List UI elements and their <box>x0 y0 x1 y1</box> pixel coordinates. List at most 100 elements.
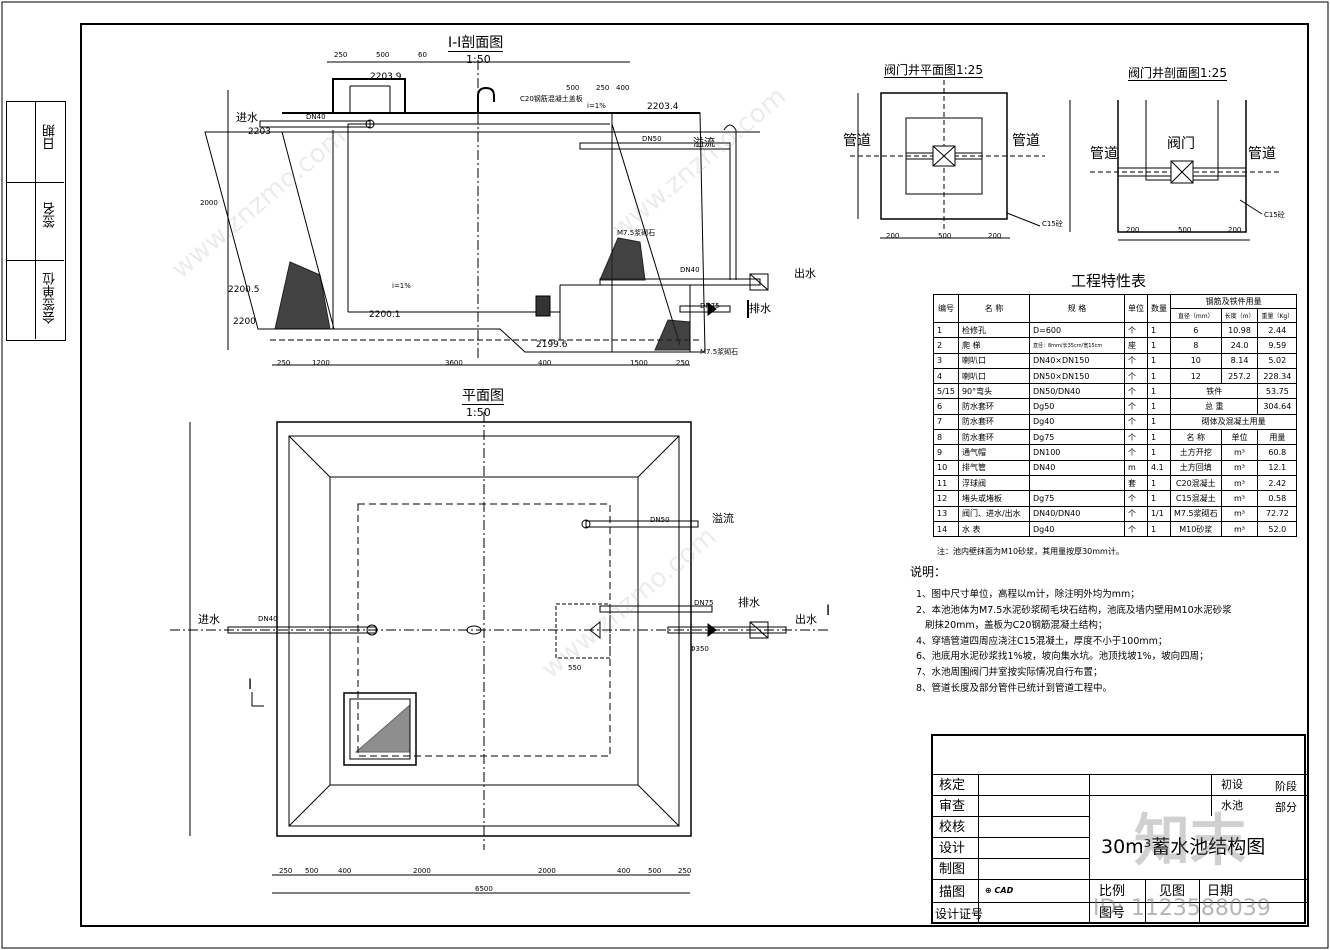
table-cell: 8 <box>1169 337 1222 354</box>
dim-label: 250 <box>676 359 690 367</box>
dim-label: Φ350 <box>690 645 709 653</box>
table-cell: 个 <box>1123 321 1148 339</box>
table-cell <box>1028 474 1125 492</box>
table-cell: 3 <box>933 352 959 369</box>
table-cell: 个 <box>1123 505 1148 522</box>
note-item: 7、水池周围阀门井室按实际情况自行布置； <box>916 666 1103 678</box>
table-cell: 个 <box>1123 413 1148 431</box>
table-cell: DN50×DN150 <box>1028 367 1125 385</box>
tb-stage-value: 初设 <box>1221 778 1243 791</box>
table-cell: Dg75 <box>1028 490 1125 507</box>
table-cell: DN40/DN40 <box>1028 505 1125 522</box>
table-cell: 1/1 <box>1146 505 1171 522</box>
table-cell: 6 <box>1169 321 1222 339</box>
valve-plan-title: 阀门井平面图1:25 <box>884 63 983 78</box>
pipe-size-label: DN40 <box>680 266 700 274</box>
table-cell: 1 <box>1146 490 1171 507</box>
table-cell: 砌体及混凝土用量 <box>1169 413 1298 431</box>
tb-vline <box>1145 879 1146 924</box>
dim-label: 250 <box>334 51 348 59</box>
table-header-row: 编号 名 称 规 格 单位 数量 钢筋及铁件用量 <box>933 294 1298 323</box>
table-cell: 1 <box>1146 321 1171 339</box>
table-cell: 1 <box>1146 520 1171 538</box>
table-subheader-row: 直径（mm） 长度（m） 重量（Kg） <box>934 308 1298 323</box>
table-cell: 铁件 <box>1169 383 1259 400</box>
tb-row <box>933 774 1308 796</box>
table-cell: 用量 <box>1257 429 1298 446</box>
plan-drain-label: 排水 <box>738 596 760 609</box>
dim-label: 500 <box>1178 226 1192 234</box>
valve-label: 阀门 <box>1167 136 1195 152</box>
dim-label: 500 <box>376 51 390 59</box>
annotation-note: M7.5浆砌石 <box>617 229 656 237</box>
section-mark: I <box>248 677 253 693</box>
pipe-label-outlet: 出水 <box>794 267 816 280</box>
table-cell: 6 <box>933 398 959 415</box>
tb-row <box>933 816 1089 838</box>
table-cell: m³ <box>1220 474 1259 492</box>
table-cell: M10砂浆 <box>1169 520 1222 538</box>
table-cell: C20混凝土 <box>1169 474 1222 492</box>
dim-label: 400 <box>538 359 552 367</box>
plan-inlet-label: 进水 <box>198 613 220 626</box>
tb-role-check: 校核 <box>939 820 966 835</box>
table-subheader: 直径（mm） <box>1169 308 1222 323</box>
cad-logo: ⊕ CAD <box>985 886 1013 895</box>
table-cell: 14 <box>933 520 959 538</box>
dim-label: 400 <box>616 84 630 92</box>
dim-label: 550 <box>568 664 582 672</box>
table-cell: 防水套环 <box>957 429 1030 446</box>
table-cell: 13 <box>933 505 959 522</box>
strip-label-date: 日期 <box>43 124 58 150</box>
table-cell: 5.02 <box>1257 352 1298 369</box>
dim-label: 250 <box>279 867 293 875</box>
tb-scale-label: 比例 <box>1099 884 1126 899</box>
dim-label: 200 <box>1126 226 1140 234</box>
elevation-label: 2203.4 <box>647 102 679 112</box>
pipe-size-label: DN40 <box>306 113 326 121</box>
valve-section-right-label: 管道 <box>1248 146 1276 162</box>
table-cell: 防水套环 <box>957 398 1030 415</box>
dim-label: 400 <box>338 867 352 875</box>
table-cell: 1 <box>1146 352 1171 369</box>
drawing-title: 30m³蓄水池结构图 <box>1101 836 1266 858</box>
section-mark: I <box>826 603 831 619</box>
table-header: 名 称 <box>957 294 1030 323</box>
tb-date-label: 日期 <box>1207 884 1234 899</box>
table-cell: 257.2 <box>1220 367 1259 385</box>
tb-vline <box>1211 774 1212 816</box>
table-cell: 12 <box>933 490 959 507</box>
table-cell: 个 <box>1123 444 1148 461</box>
slope-label: i=1% <box>587 102 606 110</box>
watermark-id: ID: 1123588039 <box>1093 896 1271 921</box>
table-cell: 个 <box>1123 352 1148 369</box>
table-footnote: 注：池内壁抹面为M10砂浆，其用量按厚30mm计。 <box>937 547 1124 556</box>
tb-role-trace: 描图 <box>939 885 966 900</box>
table-cell: 53.75 <box>1257 383 1298 400</box>
pipe-size-label: DN75 <box>694 599 714 607</box>
section-scale: 1:50 <box>466 53 491 66</box>
dim-label: 500 <box>305 867 319 875</box>
valve-plan-drawing <box>850 80 1045 239</box>
dim-total-label: 6500 <box>475 885 493 893</box>
elevation-label: 2203.9 <box>370 72 402 82</box>
table-cell: Dg40 <box>1028 520 1125 538</box>
tb-vline <box>978 774 979 924</box>
table-cell: 9.59 <box>1257 337 1298 354</box>
table-cell: 228.34 <box>1257 367 1298 385</box>
concrete-note: C15砼 <box>1264 211 1285 219</box>
dim-label: 500 <box>648 867 662 875</box>
table-cell: 2 <box>933 337 959 354</box>
table-cell: m <box>1123 459 1148 476</box>
strip-vline <box>35 102 36 339</box>
table-cell: 土方回填 <box>1169 459 1222 476</box>
watermark-brand: 知末 <box>1134 809 1246 874</box>
table-cell: 通气帽 <box>957 444 1030 461</box>
table-cell: 2.44 <box>1257 321 1298 339</box>
